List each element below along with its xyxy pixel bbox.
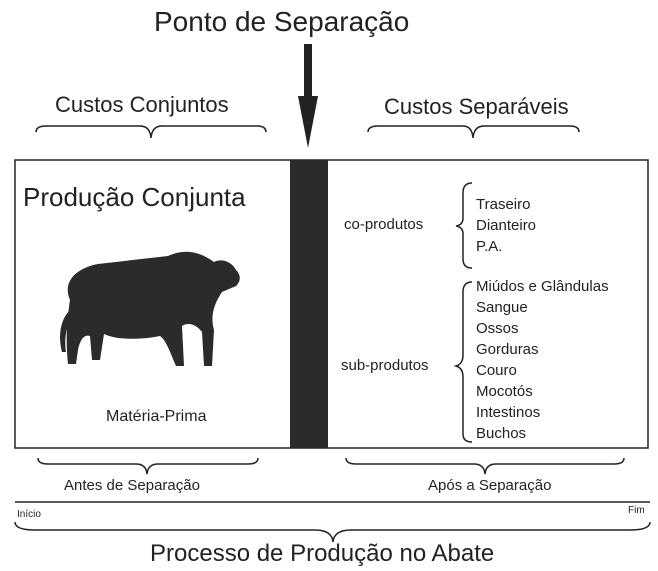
by-product-item: Miúdos e Glândulas	[476, 278, 609, 295]
by-product-item: Gorduras	[476, 341, 539, 358]
separation-point-title: Ponto de Separação	[154, 6, 410, 37]
after-separation-label: Após a Separação	[428, 477, 552, 494]
brace-co-products	[455, 182, 473, 269]
brace-by-products	[453, 281, 473, 443]
co-product-item: Traseiro	[476, 196, 531, 213]
joint-costs-label: Custos Conjuntos	[55, 92, 229, 117]
separable-costs-label: Custos Separáveis	[384, 94, 569, 119]
raw-material-label: Matéria-Prima	[106, 408, 207, 425]
brace-before-separation	[37, 457, 259, 475]
co-product-item: P.A.	[476, 238, 503, 255]
by-product-item: Sangue	[476, 299, 528, 316]
by-product-item: Ossos	[476, 320, 519, 337]
main-box	[14, 159, 649, 449]
by-product-item: Couro	[476, 362, 517, 379]
by-product-item: Mocotós	[476, 383, 533, 400]
separation-bar	[290, 160, 328, 448]
co-product-item: Dianteiro	[476, 217, 537, 234]
by-product-item: Buchos	[476, 425, 527, 442]
timeline-end-label: Fim	[628, 505, 645, 516]
joint-production-title: Produção Conjunta	[23, 182, 246, 212]
before-separation-label: Antes de Separação	[64, 477, 200, 494]
brace-joint-costs	[35, 125, 267, 139]
brace-after-separation	[345, 457, 625, 475]
by-product-item: Intestinos	[476, 404, 541, 421]
down-arrow-icon	[298, 44, 318, 148]
brace-separable-costs	[367, 125, 580, 139]
timeline-start-label: Início	[17, 509, 41, 520]
by-products-label: sub-produtos	[341, 357, 429, 374]
co-products-label: co-produtos	[344, 216, 424, 233]
bull-icon	[60, 251, 240, 366]
brace-process	[14, 521, 651, 543]
process-title: Processo de Produção no Abate	[150, 540, 495, 567]
